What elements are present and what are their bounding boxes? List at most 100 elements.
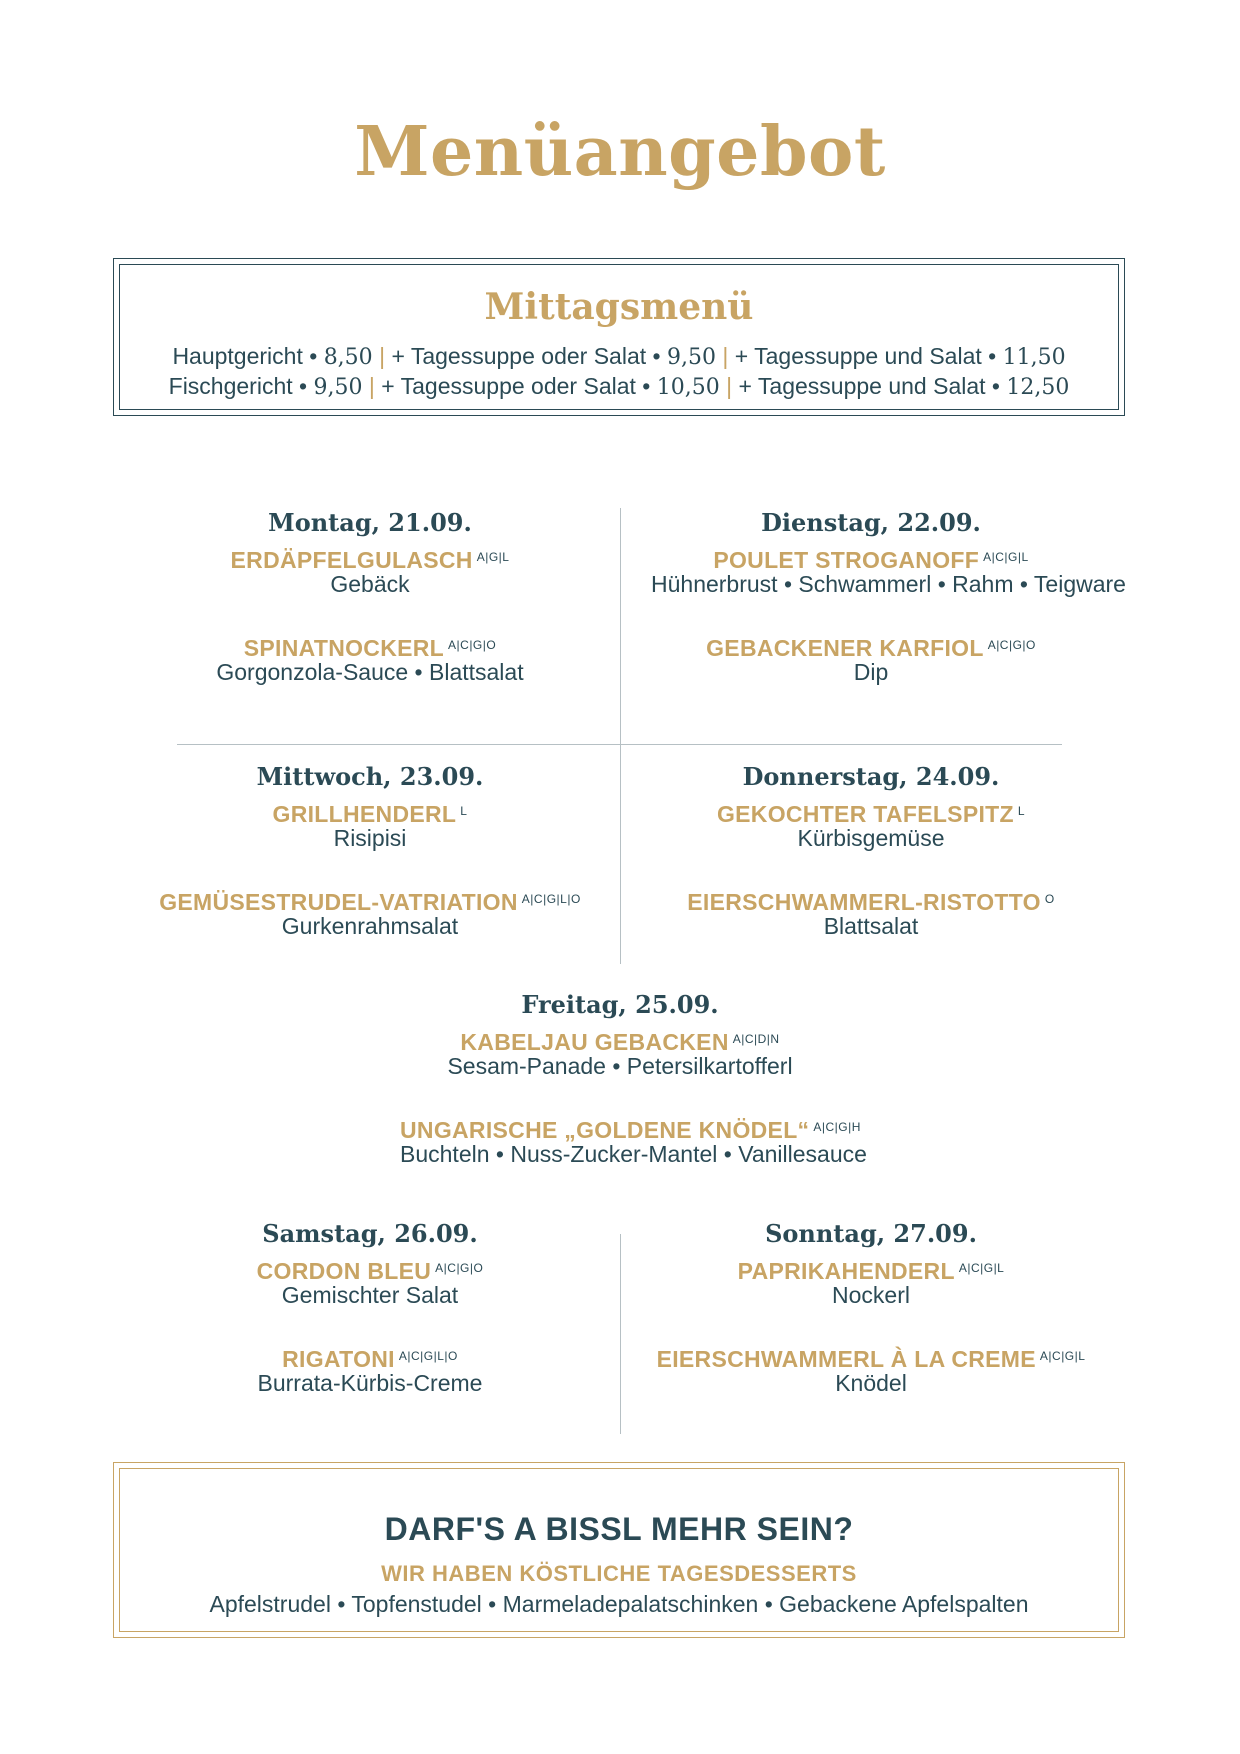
dish-description: Gebäck	[330, 571, 410, 597]
dessert-box: DARF'S A BISSL MEHR SEIN? WIR HABEN KÖST…	[113, 1462, 1125, 1638]
dish-description: Knödel	[835, 1370, 907, 1396]
lunch-label: + Tagessuppe und Salat •	[738, 373, 1000, 399]
allergen-codes: O	[1044, 892, 1055, 906]
dish-description: Dip	[853, 659, 889, 685]
dish-name: POULET STROGANOFF	[713, 547, 980, 573]
dish-description: Buchteln • Nuss-Zucker-Mantel • Vanilles…	[400, 1141, 867, 1167]
dish-name: RIGATONI	[282, 1346, 395, 1372]
allergen-codes: A|C|G|O	[987, 638, 1036, 652]
day-title: Freitag, 25.09.	[521, 990, 719, 1019]
allergen-codes: A|C|G|L	[983, 550, 1029, 564]
lunch-label: Fischgericht •	[168, 373, 308, 399]
lunch-price: 9,50	[666, 345, 716, 370]
dish-name: UNGARISCHE „GOLDENE KNÖDEL“	[400, 1117, 810, 1143]
dessert-subtitle: WIR HABEN KÖSTLICHE TAGESDESSERTS	[381, 1561, 857, 1586]
lunch-label: + Tagessuppe und Salat •	[734, 343, 997, 369]
dessert-title: DARF'S A BISSL MEHR SEIN?	[384, 1511, 854, 1547]
dish-name: EIERSCHWAMMERL-RISTOTTO	[687, 889, 1041, 915]
lunch-menu-inner-frame: Mittagsmenü Hauptgericht • 8,50 | + Tage…	[119, 264, 1119, 410]
lunch-separator: |	[726, 373, 733, 399]
allergen-codes: A|G|L	[476, 550, 510, 564]
day-title: Sonntag, 27.09.	[765, 1219, 977, 1248]
dish-description: Blattsalat	[823, 913, 919, 939]
lunch-label: + Tagessuppe oder Salat •	[381, 373, 651, 399]
dish-name: GEBACKENER KARFIOL	[706, 635, 984, 661]
row-divider	[177, 744, 1062, 745]
column-divider-bottom	[620, 1234, 621, 1434]
lunch-row-main: Hauptgericht • 8,50 | + Tagessuppe oder …	[120, 343, 1118, 370]
dish-description: Hühnerbrust • Schwammerl • Rahm • Teigwa…	[651, 571, 1126, 597]
dish-name: PAPRIKAHENDERL	[737, 1258, 955, 1284]
lunch-label: Hauptgericht •	[172, 343, 318, 369]
lunch-label: + Tagessuppe oder Salat •	[391, 343, 661, 369]
dish-name: GEKOCHTER TAFELSPITZ	[716, 801, 1014, 827]
lunch-separator: |	[722, 343, 729, 369]
allergen-codes: A|C|G|L	[1039, 1349, 1086, 1363]
lunch-separator: |	[379, 343, 386, 369]
allergen-codes: A|C|G|L	[958, 1261, 1005, 1275]
dish-name: GRILLHENDERL	[272, 801, 457, 827]
dish-name: KABELJAU GEBACKEN	[460, 1029, 729, 1055]
day-title: Dienstag, 22.09.	[761, 508, 981, 537]
dish-description: Burrata-Kürbis-Creme	[257, 1370, 483, 1396]
day-title: Donnerstag, 24.09.	[742, 762, 1000, 791]
dish-name: EIERSCHWAMMERL À LA CREME	[656, 1346, 1036, 1372]
dish: UNGARISCHE „GOLDENE KNÖDEL“A|C|G|H Bucht…	[400, 1117, 867, 1167]
day-title: Mittwoch, 23.09.	[256, 762, 484, 791]
lunch-price: 11,50	[1002, 345, 1066, 370]
page-title: Menüangebot	[354, 112, 886, 192]
lunch-row-fish: Fischgericht • 9,50 | + Tagessuppe oder …	[120, 373, 1118, 400]
dish-name: GEMÜSESTRUDEL-VATRIATION	[159, 889, 518, 915]
dish-name: CORDON BLEU	[256, 1258, 432, 1284]
lunch-price: 8,50	[323, 345, 373, 370]
dish-description: Gemischter Salat	[281, 1282, 459, 1308]
dish-name: ERDÄPFELGULASCH	[230, 547, 473, 573]
lunch-price: 12,50	[1006, 375, 1070, 400]
allergen-codes: A|C|G|O	[435, 1261, 484, 1275]
allergen-codes: A|C|D|N	[732, 1032, 780, 1046]
lunch-price: 10,50	[656, 375, 720, 400]
dessert-inner-frame: DARF'S A BISSL MEHR SEIN? WIR HABEN KÖST…	[119, 1468, 1119, 1632]
allergen-codes: A|C|G|L|O	[398, 1349, 458, 1363]
allergen-codes: A|C|G|L|O	[521, 892, 581, 906]
column-divider-top	[620, 508, 621, 964]
lunch-price: 9,50	[313, 375, 363, 400]
dish-description: Nockerl	[832, 1282, 910, 1308]
allergen-codes: A|C|G|H	[813, 1120, 861, 1134]
allergen-codes: L	[1017, 804, 1026, 818]
allergen-codes: L	[460, 804, 468, 818]
lunch-menu-title: Mittagsmenü	[484, 286, 754, 328]
lunch-menu-box: Mittagsmenü Hauptgericht • 8,50 | + Tage…	[113, 258, 1125, 416]
day-title: Montag, 21.09.	[268, 508, 472, 537]
dish-description: Gurkenrahmsalat	[281, 913, 459, 939]
dish-description: Risipisi	[333, 825, 407, 851]
allergen-codes: A|C|G|O	[448, 638, 497, 652]
dish-name: SPINATNOCKERL	[243, 635, 445, 661]
dish-description: Kürbisgemüse	[797, 825, 945, 851]
dish-description: Gorgonzola-Sauce • Blattsalat	[216, 659, 524, 685]
dish-description: Sesam-Panade • Petersilkartofferl	[447, 1053, 793, 1079]
dessert-list: Apfelstrudel • Topfenstudel • Marmeladep…	[209, 1591, 1029, 1617]
day-title: Samstag, 26.09.	[262, 1219, 478, 1248]
lunch-separator: |	[368, 373, 375, 399]
